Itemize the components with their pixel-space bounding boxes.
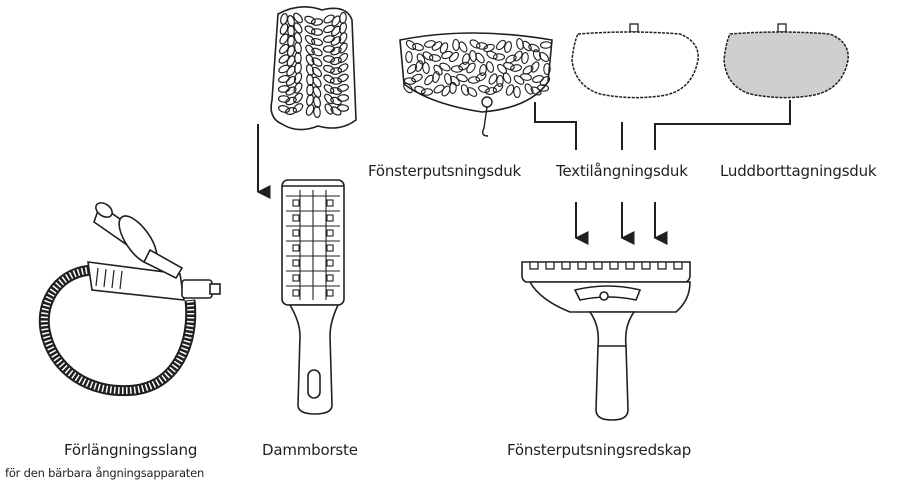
- label-window-cloth: Fönsterputsningsduk: [368, 162, 521, 180]
- label-lint-cloth: Luddborttagningsduk: [720, 162, 876, 180]
- dust-brush-pad-illustration: [271, 7, 356, 130]
- lint-cloth-illustration: [724, 24, 848, 98]
- extension-hose-illustration: [44, 200, 220, 391]
- label-dust-brush: Dammborste: [262, 441, 358, 459]
- window-tool-illustration: [522, 262, 690, 420]
- window-cloth-illustration: [400, 33, 552, 136]
- label-extension-hose: Förlängningsslang: [64, 441, 197, 459]
- label-textile-cloth: Textilångningsduk: [556, 162, 688, 180]
- textile-cloth-illustration: [572, 24, 698, 98]
- label-extension-hose-sub: för den bärbara ångningsapparaten: [5, 466, 204, 480]
- cloth-to-tool-arrows: [576, 202, 655, 238]
- dust-brush-illustration: [282, 180, 344, 414]
- cloth-connector-lines: [535, 100, 790, 150]
- label-window-tool: Fönsterputsningsredskap: [507, 441, 691, 459]
